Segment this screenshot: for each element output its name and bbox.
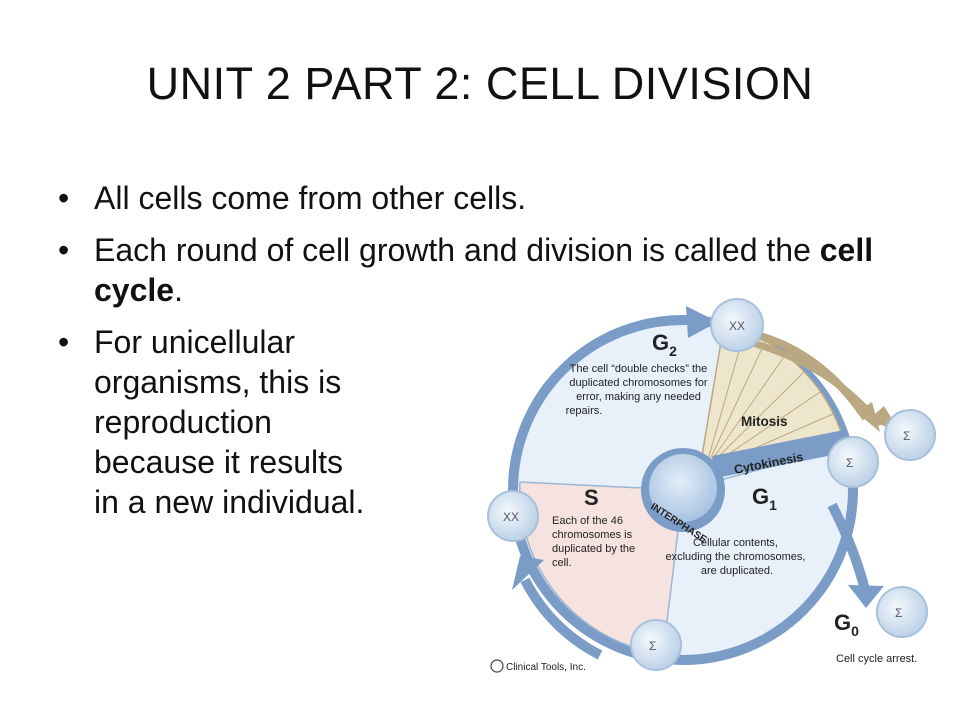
svg-text:Σ: Σ (846, 456, 853, 470)
cell-icon-right-upper: Σ (884, 409, 936, 461)
g2-description: The cell “double checks” the duplicated … (566, 363, 711, 417)
bullet-line: organisms, this is (94, 364, 342, 400)
s-label: S (584, 485, 599, 510)
svg-text:Σ: Σ (903, 429, 910, 443)
cell-icon-left: XX (487, 490, 539, 542)
bullet-item: Each round of cell growth and division i… (58, 230, 878, 310)
bullet-item: For unicellular organisms, this is repro… (58, 322, 878, 522)
g0-description: Cell cycle arrest. (836, 653, 917, 665)
copyright-text: Clinical Tools, Inc. (506, 662, 586, 673)
mitosis-label: Mitosis (741, 414, 788, 429)
bullet-line: in a new individual. (94, 484, 365, 520)
svg-text:XX: XX (729, 319, 745, 333)
cycle-arrow-left (520, 577, 603, 660)
bullet-list: All cells come from other cells. Each ro… (58, 178, 878, 534)
g1-label: G1 (752, 484, 777, 513)
s-description: Each of the 46 chromosomes is duplicated… (552, 515, 638, 569)
copyright-icon (490, 659, 504, 673)
bullet-text-after: . (174, 272, 183, 308)
cell-icon-bottom: Σ (630, 619, 682, 671)
svg-text:Σ: Σ (649, 639, 656, 653)
bullet-text: All cells come from other cells. (94, 180, 527, 216)
cytokinesis-band (712, 430, 848, 478)
slide-title: UNIT 2 PART 2: CELL DIVISION (146, 58, 814, 109)
bullet-bold-term: cell cycle (94, 232, 874, 308)
cycle-arrowhead-top (686, 306, 718, 338)
svg-text:Σ: Σ (895, 606, 902, 620)
bullet-line: because it results (94, 444, 344, 480)
g0-exit-arrow (827, 502, 870, 592)
g2-label: G2 (652, 330, 677, 359)
cell-icon-top: XX (710, 298, 764, 352)
interphase-core (649, 454, 717, 522)
cell-icon-g0: Σ (876, 586, 928, 638)
cell-cycle-diagram: Cytokinesis INTERPHASE XX Σ Σ XX Σ Σ G2 … (487, 298, 936, 673)
g1-description: Cellular contents, excluding the chromos… (665, 537, 808, 577)
cell-icon-right-lower: Σ (827, 436, 879, 488)
g0-exit-arrowhead (848, 585, 884, 608)
bullet-line: For unicellular (94, 324, 295, 360)
cytokinesis-arrow (741, 336, 883, 428)
bullet-text-before: Each round of cell growth and division i… (94, 232, 820, 268)
g0-label: G0 (834, 610, 859, 639)
svg-text:XX: XX (503, 510, 519, 524)
cycle-arrowhead-left (512, 556, 544, 590)
bullet-line: reproduction (94, 404, 272, 440)
bullet-item: All cells come from other cells. (58, 178, 878, 218)
